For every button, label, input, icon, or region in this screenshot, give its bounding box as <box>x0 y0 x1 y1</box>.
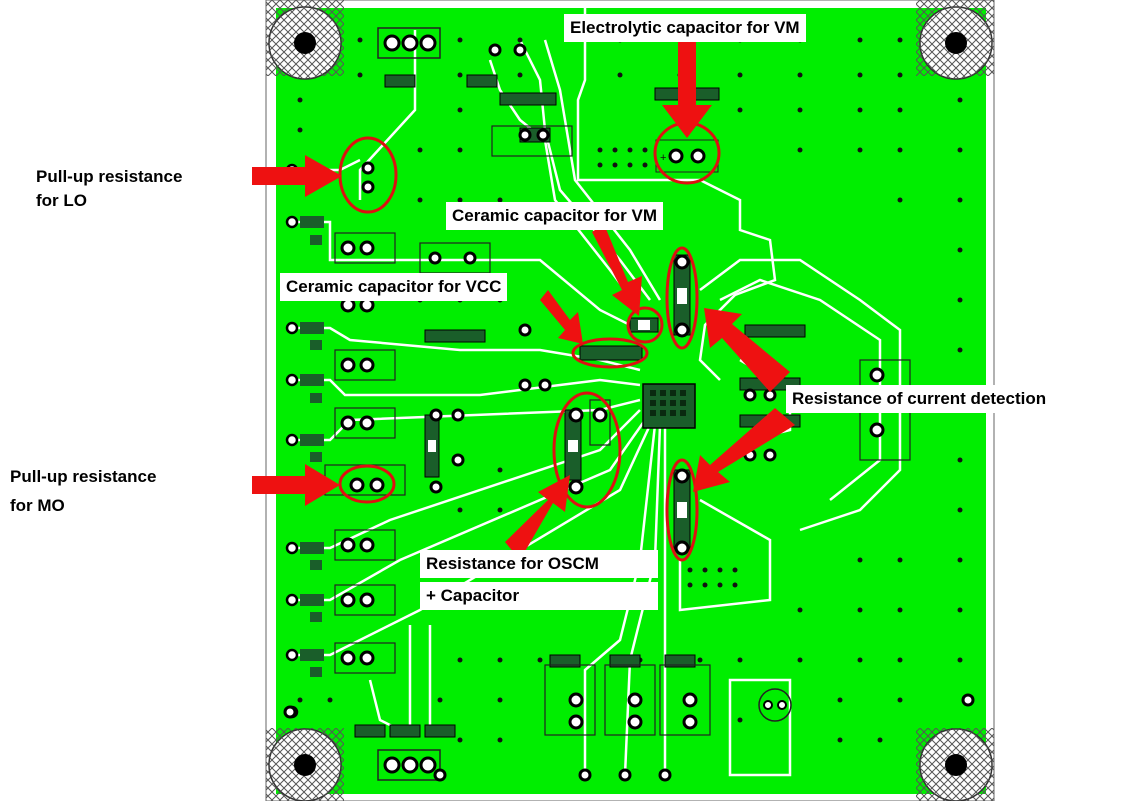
electrolytic-capacitor-bottom <box>758 688 792 722</box>
label-electrolytic-vm: Electrolytic capacitor for VM <box>564 14 806 42</box>
connector-top <box>377 27 441 59</box>
label-pullup-mo-line1: Pull-up resistance <box>10 467 157 486</box>
label-current-detection: Resistance of current detection <box>786 385 1053 413</box>
label-oscm-line2: + Capacitor <box>420 582 658 610</box>
connector-bottom <box>377 749 441 781</box>
label-pullup-mo-line2: for MO <box>10 496 65 515</box>
svg-text:+: + <box>660 152 666 164</box>
label-ceramic-vcc: Ceramic capacitor for VCC <box>280 273 508 301</box>
arrow-icon <box>252 40 795 560</box>
motor-driver-ic <box>642 383 696 429</box>
label-ceramic-vm: Ceramic capacitor for VM <box>446 202 664 230</box>
via-dots <box>297 37 963 743</box>
label-pullup-lo-line2: for LO <box>36 191 87 210</box>
label-oscm-line1: Resistance for OSCM <box>420 550 658 578</box>
through-hole-pads <box>283 43 975 782</box>
label-pullup-lo-line1: Pull-up resistance <box>36 167 183 186</box>
mounting-hole-icon <box>268 6 993 801</box>
smd-component-centers <box>428 288 687 518</box>
